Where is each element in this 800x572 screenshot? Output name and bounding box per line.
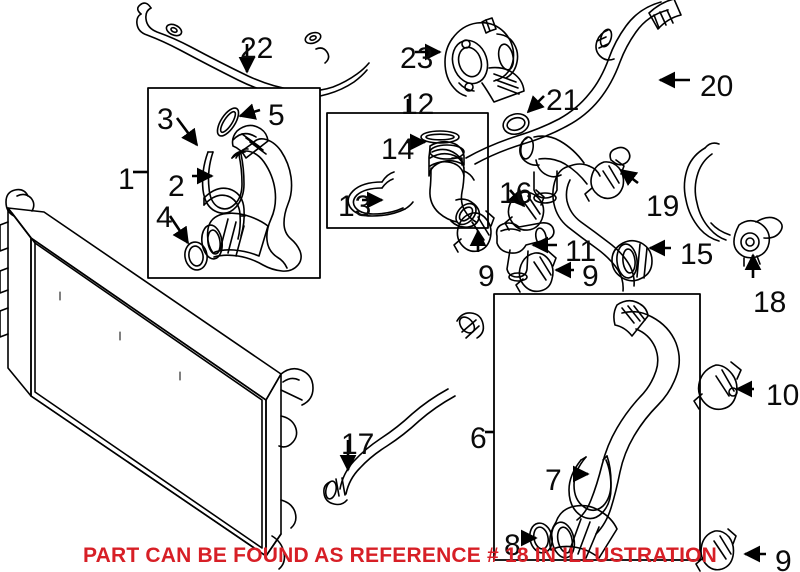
- part-4-o-ring-seal: [184, 241, 208, 271]
- part-3-hose-clip: [201, 148, 249, 215]
- callout-number-8: 8: [504, 529, 521, 562]
- part-21-o-ring-seal: [502, 112, 530, 136]
- callout-number-5: 5: [268, 99, 285, 132]
- callout-number-14: 14: [381, 133, 415, 166]
- callout-number-7: 7: [545, 464, 562, 497]
- part-12-coolant-elbow-hose: [428, 140, 481, 228]
- callout-number-19: 19: [646, 190, 680, 223]
- callout-number-9c: 9: [775, 545, 792, 572]
- part-18-sensor-fitting: [609, 142, 783, 267]
- callout-number-1: 1: [118, 163, 135, 196]
- part-5-o-ring-seal: [216, 107, 240, 137]
- part-7-hose-clip: [568, 455, 612, 520]
- callout-number-9b: 9: [582, 260, 599, 293]
- callout-number-10: 10: [766, 379, 800, 412]
- part-13-hose-clip: [347, 171, 414, 217]
- reference-notice-banner: PART CAN BE FOUND AS REFERENCE # 18 IN I…: [82, 544, 718, 567]
- part-9c-hose-clamp: [695, 528, 737, 572]
- callout-number-3: 3: [157, 103, 174, 136]
- callout-number-4: 4: [156, 201, 173, 234]
- part-23-thermostat-housing: [444, 17, 525, 103]
- callout-number-20: 20: [700, 70, 734, 103]
- callout-number-23: 23: [400, 42, 434, 75]
- part-22-crossover-pipe: [136, 2, 370, 99]
- part-17-coolant-pipe-line: [323, 312, 485, 506]
- part-11-coolant-tee-connector: [495, 222, 555, 282]
- callout-number-16: 16: [499, 177, 533, 210]
- callout-number-12: 12: [401, 88, 435, 121]
- part-20-upper-coolant-hose: [465, 0, 682, 165]
- part-9b-hose-clamp: [515, 250, 557, 293]
- callout-number-13: 13: [338, 190, 372, 223]
- part-19-hose-clamp: [584, 159, 625, 202]
- callout-number-17: 17: [341, 428, 375, 461]
- callout-number-22: 22: [240, 32, 274, 65]
- part-6-lower-radiator-hose: [549, 299, 681, 559]
- component-radiator: [0, 188, 314, 570]
- callout-number-11: 11: [565, 235, 597, 268]
- callout-number-18: 18: [753, 286, 787, 319]
- callout-number-21: 21: [546, 84, 580, 117]
- part-15-coolant-hose: [552, 163, 653, 292]
- part-2-hose-clip: [203, 187, 246, 240]
- part-10-hose-clamp: [693, 361, 742, 411]
- callout-number-15: 15: [680, 238, 714, 271]
- callout-number-6: 6: [470, 422, 487, 455]
- group-box-12: [326, 112, 489, 229]
- callout-number-9a: 9: [478, 260, 495, 293]
- group-box-6: [493, 293, 701, 561]
- callout-number-2: 2: [168, 170, 185, 203]
